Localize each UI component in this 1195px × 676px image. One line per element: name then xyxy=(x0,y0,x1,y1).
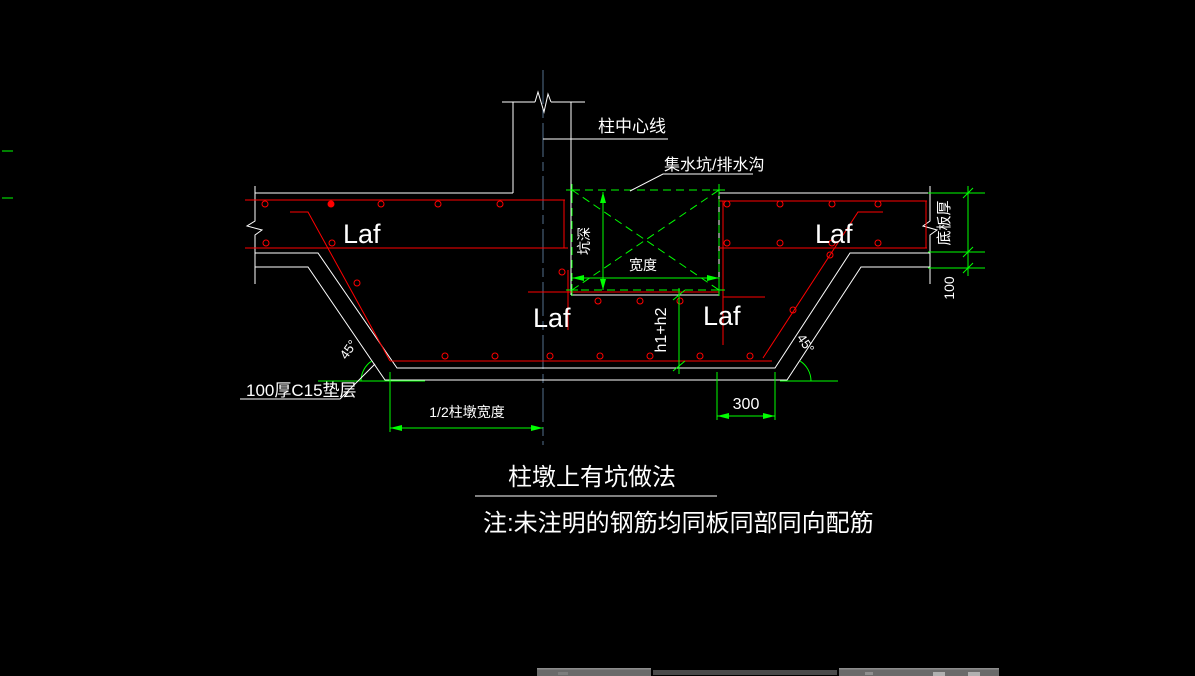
cushion-leader xyxy=(240,363,376,400)
column-centerline-label: 柱中心线 xyxy=(598,117,666,136)
taskbar-item-icon[interactable] xyxy=(558,672,568,675)
right-bent-bar xyxy=(762,211,883,359)
taskbar-tray-icon[interactable] xyxy=(933,672,945,676)
left-bent-bar xyxy=(290,211,391,362)
dim-300-label: 300 xyxy=(733,396,760,413)
column-top-break xyxy=(502,90,585,114)
right-break-edge xyxy=(921,186,939,284)
sump-pit-label: 集水坑/排水沟 xyxy=(664,156,764,174)
taskbar-tray-icon[interactable] xyxy=(968,672,980,676)
h1h2-dimline xyxy=(672,288,686,374)
laf-label-left-slab: Laf xyxy=(343,219,381,249)
rebar-lines xyxy=(245,199,927,362)
taskbar-active-button[interactable] xyxy=(651,668,839,676)
taskbar-item-icon[interactable] xyxy=(865,672,873,675)
laf-label-pit-left: Laf xyxy=(533,303,571,333)
sump-leader xyxy=(629,173,753,192)
pit-corner-ticks xyxy=(566,184,725,296)
cushion-100-label: 100 xyxy=(941,276,957,300)
cushion-outline xyxy=(255,266,930,381)
angle-arc-left xyxy=(360,360,372,382)
slab-thickness-label: 底板厚 xyxy=(935,200,953,245)
drawing-note: 注:未注明的钢筋均同板同部同向配筋 xyxy=(483,510,874,537)
leaders xyxy=(240,138,753,497)
angle-label-left: 45° xyxy=(337,337,361,362)
left-edge-marks xyxy=(2,150,13,199)
dimensions xyxy=(2,150,985,432)
slab-thickness-dimlines xyxy=(928,186,985,276)
angle-label-right: 45° xyxy=(794,331,818,356)
h1h2-label: h1+h2 xyxy=(653,307,670,352)
rebar-section-dots xyxy=(261,200,882,360)
left-break-edge xyxy=(245,186,264,284)
pit-dashed-box xyxy=(571,189,720,291)
drawing-title: 柱墩上有坑做法 xyxy=(508,464,676,491)
half-pier-dimline xyxy=(389,372,543,432)
sump-pit-zone xyxy=(566,184,725,296)
laf-label-right-slab: Laf xyxy=(815,219,853,249)
pit-width-label: 宽度 xyxy=(629,257,657,273)
concrete-outline xyxy=(245,90,939,381)
laf-label-pit-right: Laf xyxy=(703,301,741,331)
angle-arc-right xyxy=(799,360,812,382)
taskbar-fragment[interactable] xyxy=(537,668,999,676)
pit-dashed-diagonals xyxy=(571,189,720,291)
cushion-layer-label: 100厚C15垫层 xyxy=(246,381,357,400)
pier-bottom-outline xyxy=(255,252,930,369)
half-pier-width-label: 1/2柱墩宽度 xyxy=(429,404,504,420)
annotations: 柱中心线 集水坑/排水沟 宽度 坑深 Laf Laf Laf Laf h1+h2… xyxy=(246,117,957,537)
pit-depth-label: 坑深 xyxy=(576,227,592,255)
